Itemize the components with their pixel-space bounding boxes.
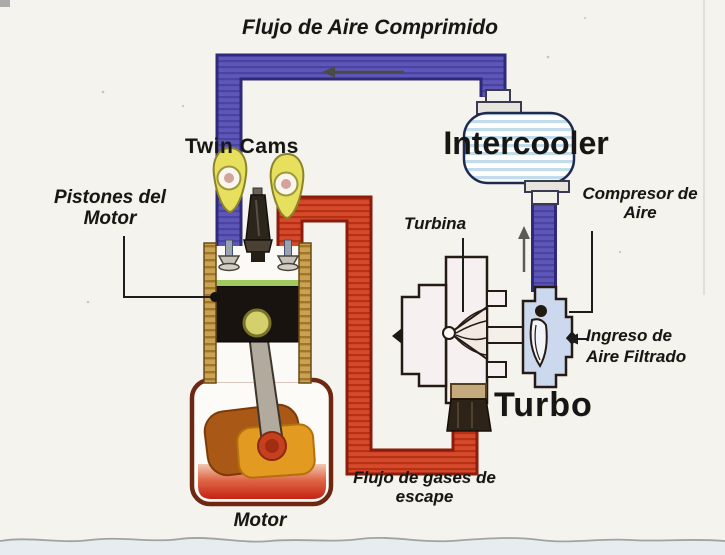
filtered-air-arrowhead-icon (566, 333, 578, 345)
air-compressor-label-line2: Aire (623, 203, 657, 223)
turbine-inlet-tab (392, 328, 402, 344)
scan-corner-mark (0, 0, 10, 7)
compressor-impeller (529, 305, 548, 368)
cylinder-wall-left (203, 242, 217, 384)
intercooler-outlet-neck (531, 190, 559, 205)
exhaust-outlet (446, 383, 492, 432)
exhaust-valve (276, 239, 300, 272)
turbine-step-upper (486, 290, 507, 307)
turbo-shaft (484, 326, 528, 344)
exhaust-gas-flow-label-line1: Flujo de gases de (353, 468, 496, 487)
turbine-step-lower (486, 361, 507, 378)
spark-plug (243, 187, 273, 262)
twin-cams-label: Twin Cams (185, 135, 299, 158)
flow-arrow-up-icon (518, 226, 530, 272)
exhaust-gas-flow-label: Flujo de gases de escape (337, 468, 512, 506)
engine-label: Motor (233, 510, 287, 531)
air-compressor-label: Compresor de Aire (568, 184, 712, 222)
compressed-air-flow-label: Flujo de Aire Comprimido (242, 16, 498, 39)
intercooler-label: Intercooler (443, 125, 609, 161)
flow-arrow-left-icon (322, 66, 404, 78)
engine-pistons-label-line2: Motor (83, 208, 137, 230)
turbine-label: Turbina (404, 214, 467, 233)
turbo-label: Turbo (494, 386, 593, 424)
cylinder-wall-right (298, 242, 312, 384)
exhaust-gas-flow-label-line2: escape (395, 487, 454, 507)
filtered-air-label-line2: Aire Filtrado (586, 346, 687, 366)
rod-big-end-center (265, 439, 279, 453)
head-gasket (215, 280, 301, 286)
torn-paper-edge (0, 536, 725, 555)
wrist-pin (242, 308, 272, 338)
scan-speckles (86, 17, 622, 304)
air-compressor-label-line1: Compresor de (582, 184, 698, 203)
filtered-air-label-line1: Ingreso de (586, 326, 672, 345)
turbine-wheel (442, 305, 488, 361)
pistons-pointer-dot (210, 292, 220, 302)
turbine-flange (400, 283, 448, 388)
turbo-unit (392, 255, 578, 432)
intercooler-core (462, 111, 576, 185)
engine-block (189, 187, 334, 507)
compressor-pointer-line (569, 231, 593, 313)
engine-pistons-label-line1: Pistones del (54, 187, 166, 208)
filtered-air-label: Ingreso de Aire Filtrado (586, 326, 686, 367)
engine-pistons-label: Pistones del Motor (35, 187, 185, 230)
pistons-pointer-line (123, 236, 213, 298)
intake-valve (217, 239, 241, 272)
cam-exhaust (269, 152, 305, 220)
cam-intake (212, 146, 248, 214)
intercooler-unit (462, 89, 576, 205)
